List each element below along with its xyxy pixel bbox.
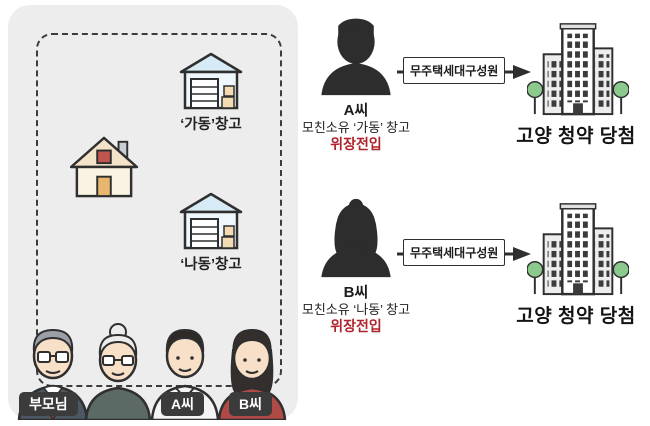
tree-icon — [527, 80, 544, 99]
male-silhouette-icon — [321, 18, 391, 96]
flow-b-person-name: B씨 — [343, 284, 369, 301]
warehouse-b-icon — [179, 192, 243, 250]
person-b-badge: B씨 — [229, 392, 272, 416]
tree-icon — [612, 260, 629, 279]
tree-icon — [527, 260, 544, 279]
apartment-building-icon — [527, 203, 629, 296]
house-icon — [69, 136, 139, 198]
mother-icon — [84, 323, 152, 420]
apartment-building-icon — [527, 23, 629, 116]
warehouse-a-label: ‘가동’창고 — [180, 117, 242, 133]
flow-a-ownership-text: 모친소유 ‘가동’ 창고 — [301, 120, 411, 135]
flow-b-ownership-text: 모친소유 ‘나동’ 창고 — [301, 302, 411, 317]
person-a-badge: A씨 — [161, 392, 204, 416]
warehouse-a-icon — [179, 52, 243, 110]
female-silhouette-icon — [321, 198, 391, 278]
household-dashed-border — [36, 33, 282, 387]
warehouse-b-label: ‘나동’창고 — [180, 257, 242, 273]
flow-b-arrow-label: 무주택세대구성원 — [403, 239, 506, 266]
flow-a-person-name: A씨 — [343, 102, 369, 119]
flow-a-violation-text: 위장전입 — [330, 136, 382, 152]
flow-b-result-text: 고양 청약 당첨 — [516, 306, 636, 327]
flow-a-result-text: 고양 청약 당첨 — [516, 126, 636, 147]
parents-badge: 부모님 — [19, 392, 78, 416]
tree-icon — [612, 80, 629, 99]
flow-a-arrow-label: 무주택세대구성원 — [403, 57, 506, 84]
flow-b-violation-text: 위장전입 — [330, 318, 382, 334]
